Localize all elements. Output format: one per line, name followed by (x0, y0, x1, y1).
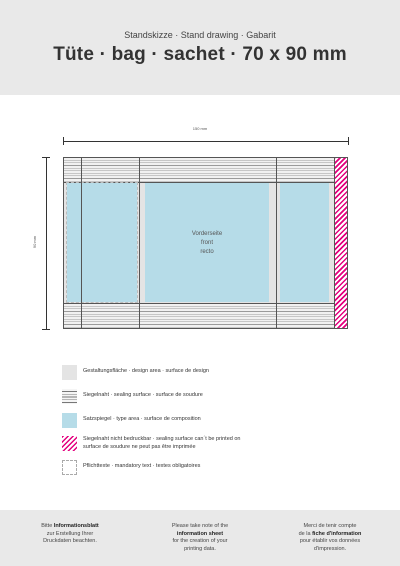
non-printable-sealing-strip (334, 157, 348, 329)
footer-german: Bitte Informationsblatt zur Erstellung I… (15, 523, 125, 546)
design-area-swatch-icon (62, 365, 77, 380)
footer: Bitte Informationsblatt zur Erstellung I… (0, 510, 400, 566)
legend-text-line2: surface de soudure ne peut pas être impr… (83, 443, 196, 450)
footer-en-link[interactable]: information sheet (176, 530, 224, 537)
front-label-en: front (200, 240, 213, 246)
page-title: Tüte · bag · sachet · 70 x 90 mm (53, 44, 347, 65)
width-dimension-line (63, 141, 348, 142)
footer-fr-link[interactable]: fiche d'information (312, 530, 362, 537)
front-label-fr: recto (200, 249, 214, 255)
legend-text: Pflichttexte · mandatory text · textes o… (83, 463, 201, 469)
height-dimension-line (46, 157, 47, 329)
footer-de-pre: Bitte (41, 523, 54, 529)
legend-text: Gestaltungsfläche · design area · surfac… (83, 368, 209, 374)
legend-text: Siegelnaht · sealing surface · surface d… (83, 392, 203, 398)
page-subtitle: Standskizze · Stand drawing · Gabarit (124, 30, 276, 40)
footer-de-link[interactable]: Informationsblatt (53, 523, 99, 529)
sealing-surface-swatch-icon (62, 389, 77, 404)
fold-line-3 (276, 157, 277, 329)
type-area-back-right (280, 183, 329, 302)
height-dimension-tick-bottom (42, 329, 50, 330)
footer-french: Merci de tenir compte de la fiche d'info… (275, 523, 385, 553)
footer-en-line3: for the creation of your (172, 538, 228, 544)
legend-text: Satzspiegel · type area · surface de com… (83, 416, 201, 422)
legend-text: Siegelnaht nicht bedruckbar · sealing su… (83, 436, 240, 451)
footer-de-line3: Druckdaten beachten. (43, 538, 97, 544)
non-printable-hatch-swatch-icon (62, 436, 77, 451)
footer-fr-line4: d'impression. (313, 545, 347, 552)
footer-fr-line3: pour établir vos données (299, 538, 361, 544)
footer-en-line4: printing data. (184, 545, 216, 552)
height-dimension-tick-top (42, 157, 50, 158)
mandatory-text-swatch-icon (62, 460, 77, 475)
height-dimension-label: 90 mm (32, 235, 37, 249)
width-dimension-label: 150 mm (192, 126, 208, 131)
footer-en-line1: Please take note of the (171, 523, 229, 529)
bottom-sealing-surface (63, 303, 334, 329)
legend-text-line1: Siegelnaht nicht bedruckbar · sealing su… (83, 436, 241, 442)
header: Standskizze · Stand drawing · Gabarit Tü… (0, 0, 400, 95)
footer-fr-pre: de la (298, 530, 313, 537)
type-area-swatch-icon (62, 413, 77, 428)
front-label-de: Vorderseite (191, 231, 223, 237)
width-dimension-tick-left (63, 137, 64, 145)
fold-line-1 (81, 157, 82, 329)
fold-line-2 (139, 157, 140, 329)
type-area-front (145, 183, 269, 302)
width-dimension-tick-right (348, 137, 349, 145)
footer-de-line2: zur Erstellung Ihrer (46, 530, 94, 537)
front-panel-label: Vorderseite front recto (145, 230, 269, 257)
top-sealing-surface (63, 157, 334, 183)
type-area-back-left (67, 183, 137, 302)
footer-fr-line1: Merci de tenir compte (303, 523, 357, 529)
footer-english: Please take note of the information shee… (145, 523, 255, 553)
mandatory-text-area (66, 182, 138, 303)
